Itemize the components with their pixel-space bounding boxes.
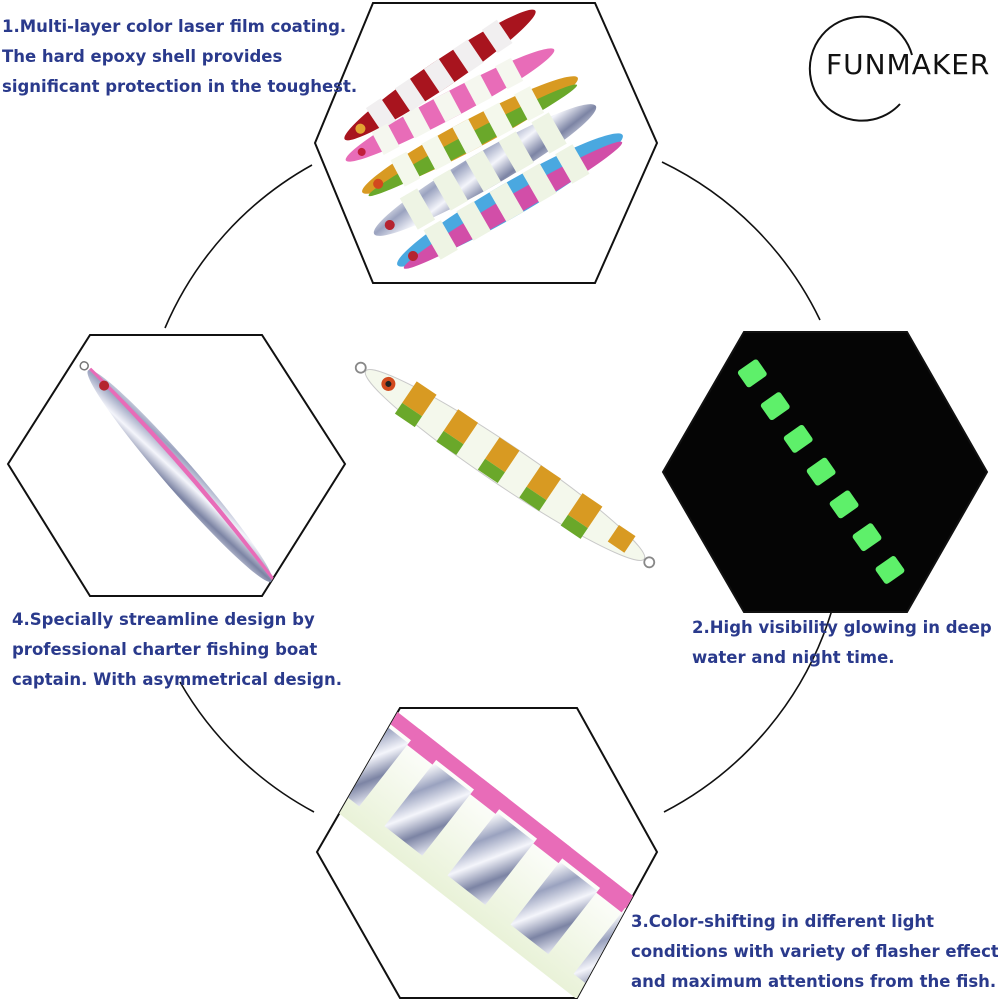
lure-red-stripe xyxy=(344,9,536,141)
caption-line: 3.Color-shifting in different light xyxy=(631,912,935,931)
lure-silver-stripe xyxy=(373,104,597,236)
glow-bands xyxy=(737,359,905,584)
hexagon-top xyxy=(313,2,659,284)
brand-logo-ring xyxy=(808,15,913,122)
caption-line: captain. With asymmetrical design. xyxy=(12,670,342,689)
caption-line: 4.Specially streamline design by xyxy=(12,610,315,629)
brand-logo-text: FUNMAKER xyxy=(826,48,991,81)
caption-line: water and night time. xyxy=(692,648,895,667)
feature-caption-glow: 2.High visibility glowing in deep water … xyxy=(692,613,992,673)
lure-gold-green-stripe xyxy=(362,76,578,197)
lure-silver-pink-side xyxy=(79,361,281,591)
hexagon-right xyxy=(661,331,989,613)
lure-blue-pink-stripe xyxy=(397,133,623,269)
caption-line: professional charter fishing boat xyxy=(12,640,318,659)
caption-line: 2.High visibility glowing in deep xyxy=(692,618,992,637)
caption-line: and maximum attentions from the fish. xyxy=(631,972,997,991)
lure-center-gold-green xyxy=(354,361,656,569)
caption-line: 1.Multi-layer color laser film coating. xyxy=(2,17,347,36)
feature-caption-color-shift: 3.Color-shifting in different light cond… xyxy=(631,907,998,997)
feature-caption-coating: 1.Multi-layer color laser film coating. … xyxy=(2,12,357,102)
lure-pink-stripe xyxy=(345,48,555,162)
hexagon-left xyxy=(6,334,347,597)
caption-line: significant protection in the toughest. xyxy=(2,77,358,96)
caption-line: The hard epoxy shell provides xyxy=(2,47,283,66)
caption-line: conditions with variety of flasher effec… xyxy=(631,942,998,961)
feature-caption-streamline: 4.Specially streamline design by profess… xyxy=(12,605,342,695)
connector-circle xyxy=(164,161,833,813)
